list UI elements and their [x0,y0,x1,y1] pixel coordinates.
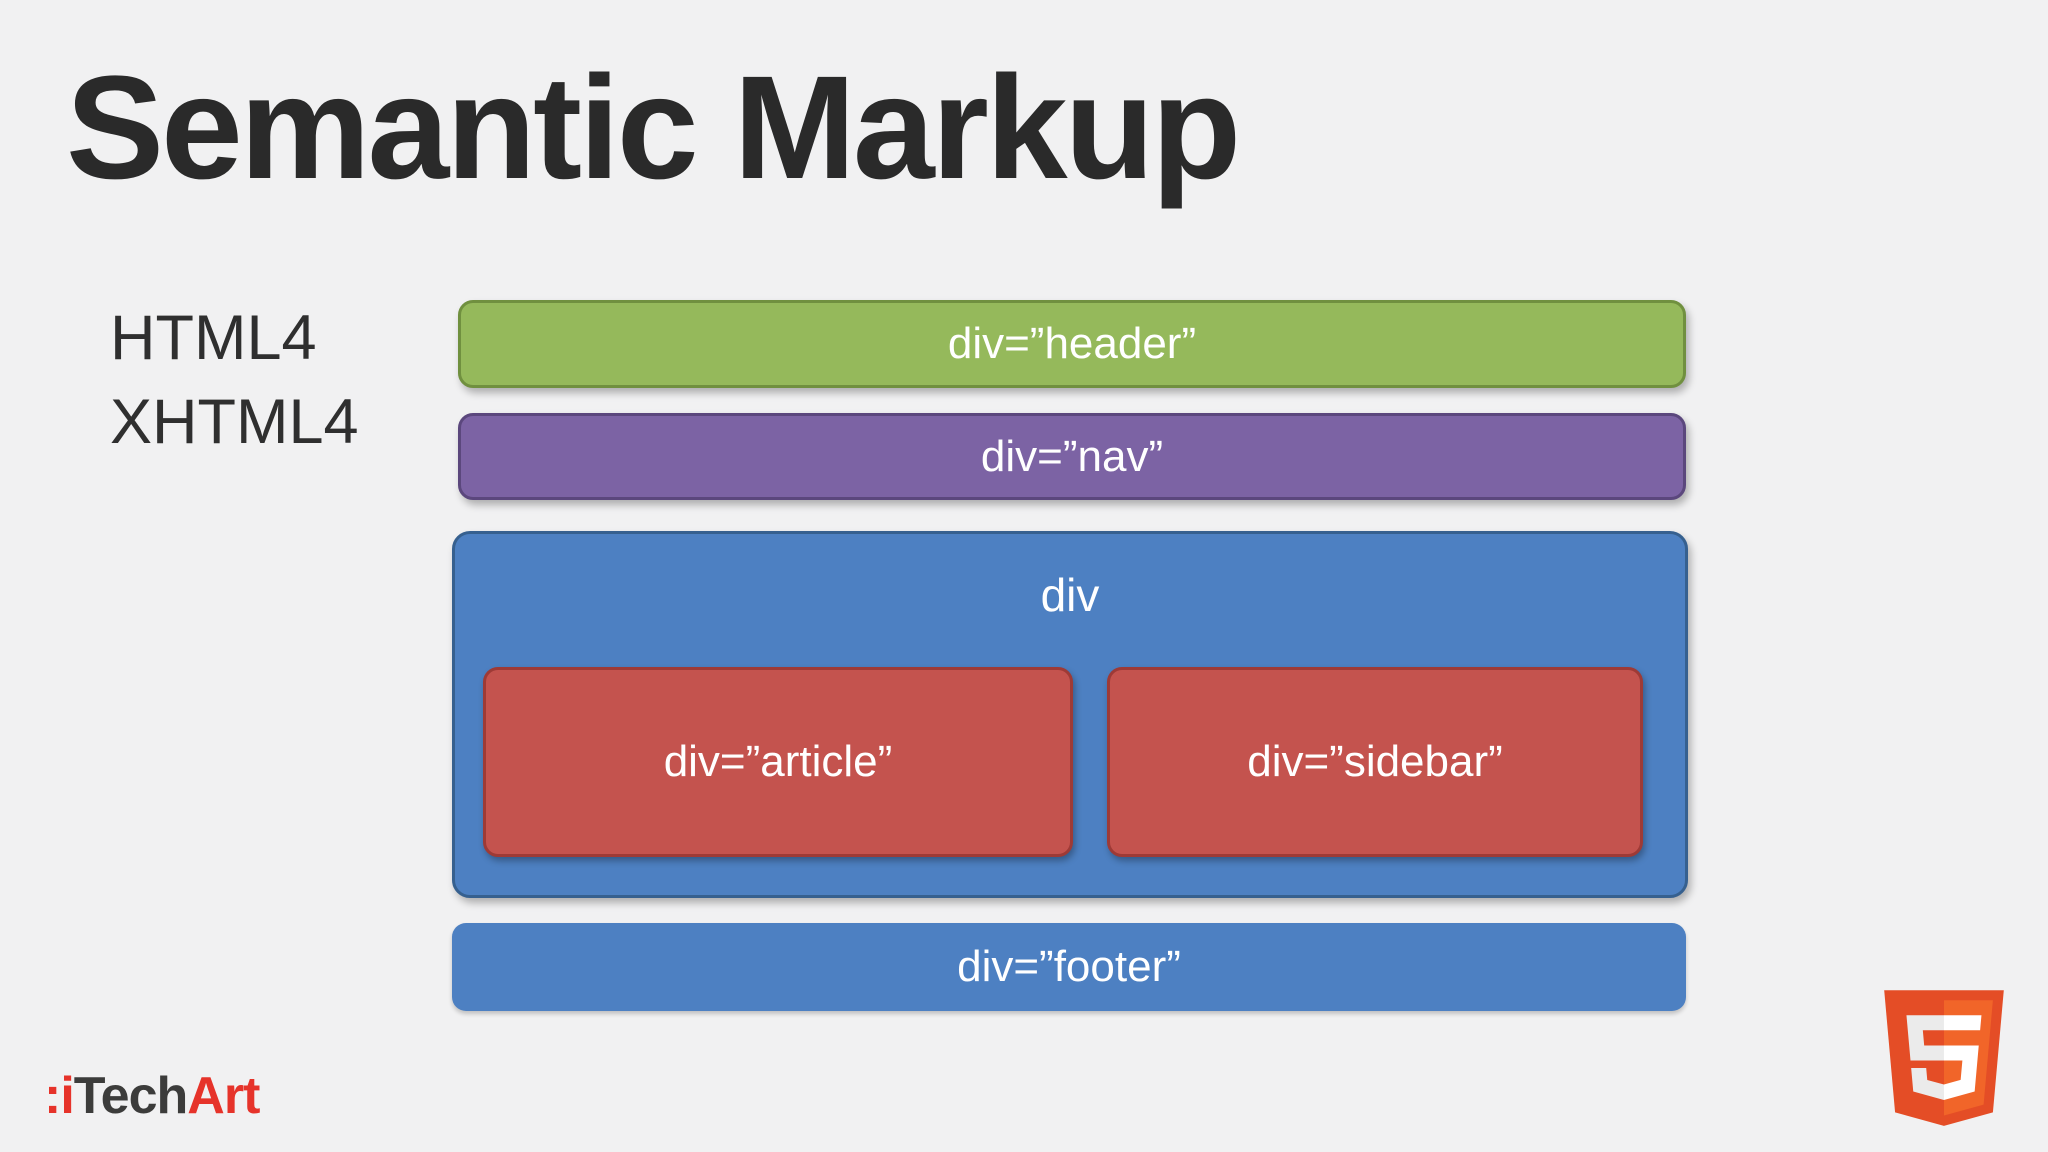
html5-shield-icon [1883,988,2005,1128]
era-label-line2: XHTML4 [110,387,359,457]
diagram-box-nav: div=”nav” [458,413,1686,500]
diagram-box-sidebar: div=”sidebar” [1107,667,1643,857]
diagram-box-header-label: div=”header” [947,319,1197,368]
diagram-box-container: div div=”article” div=”sidebar” [452,531,1688,898]
diagram-box-footer: div=”footer” [452,923,1686,1011]
diagram-box-article-label: div=”article” [663,737,893,786]
diagram-box-footer-label: div=”footer” [957,942,1181,991]
era-label-line1: HTML4 [110,303,317,373]
diagram-box-article: div=”article” [483,667,1073,857]
page-title: Semantic Markup [66,46,1241,210]
diagram-box-nav-label: div=”nav” [980,431,1164,481]
itechart-logo-art: Art [187,1067,260,1125]
itechart-logo: :iTechArt [44,1066,260,1126]
itechart-logo-colon-i: :i [44,1067,75,1125]
diagram-box-sidebar-label: div=”sidebar” [1247,737,1503,786]
itechart-logo-tech: Tech [73,1067,189,1125]
diagram-box-container-label: div [1040,569,1100,621]
era-label: HTML4 XHTML4 [110,296,359,464]
diagram-box-header: div=”header” [458,300,1686,388]
